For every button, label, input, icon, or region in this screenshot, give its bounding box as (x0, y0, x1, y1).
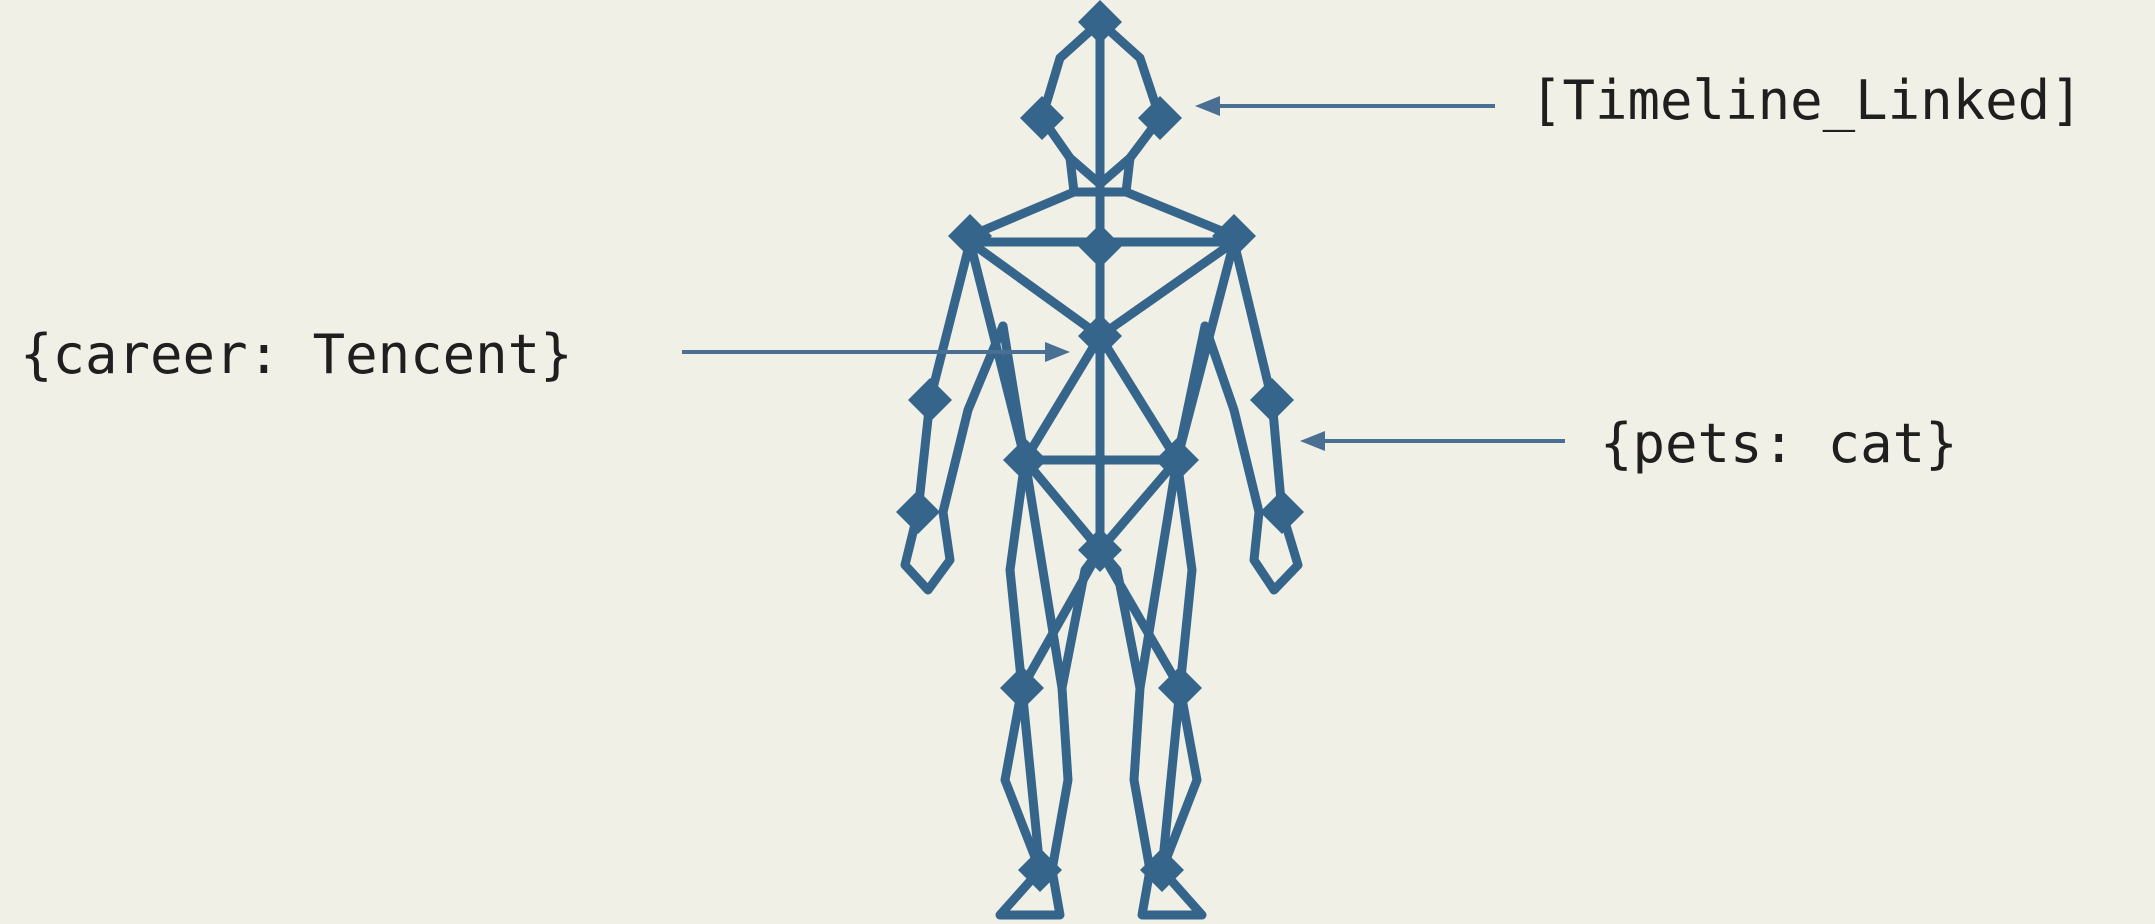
neck-right (1126, 158, 1130, 192)
timeline-linked-label: [Timeline_Linked] (1530, 74, 2083, 128)
career-label: {career: Tencent} (20, 328, 573, 382)
neck-left (1070, 158, 1074, 192)
pets-label: {pets: cat} (1600, 417, 1958, 471)
